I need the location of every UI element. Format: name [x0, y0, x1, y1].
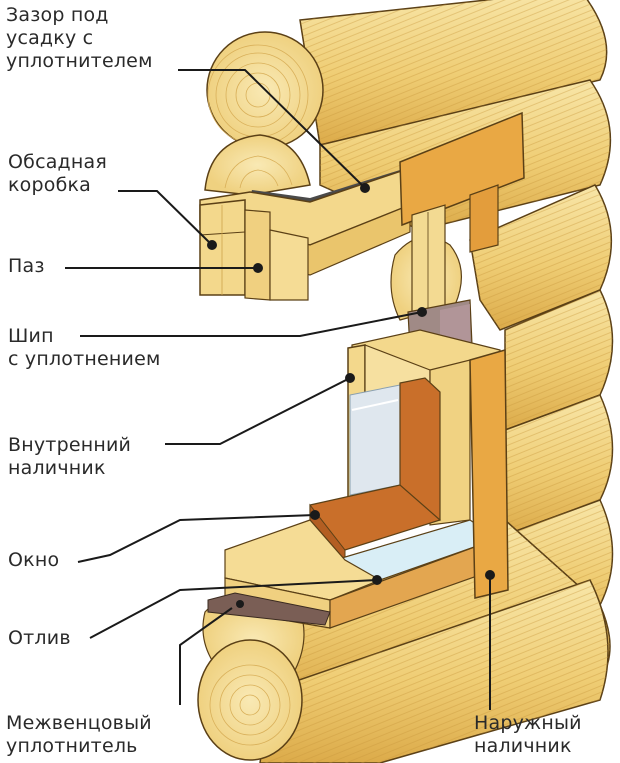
shrink-gap-seal [250, 170, 400, 205]
label-line: с уплотнением [8, 348, 161, 370]
window-sash [309, 377, 442, 561]
leader-casing-box [118, 190, 213, 246]
dot-drip [372, 575, 382, 585]
dot-seal [236, 600, 244, 608]
label-window: Окно [8, 549, 59, 572]
label-line: уплотнитель [6, 735, 138, 757]
log-5 [504, 394, 614, 537]
label-inner-trim: Внутренний наличник [8, 434, 131, 480]
casing-box [199, 166, 411, 301]
dot-outer-trim [485, 570, 495, 580]
leader-window [77, 514, 316, 563]
dot-window [310, 510, 320, 520]
leader-lines [65, 69, 491, 710]
dot-casing-box [207, 240, 217, 250]
label-groove: Паз [8, 255, 45, 278]
leader-drip [89, 579, 378, 639]
cut-log-upper [204, 134, 311, 196]
label-tenon: Шип с уплотнением [8, 325, 161, 371]
dot-inner-trim [345, 373, 355, 383]
outer-side-trim [469, 349, 509, 599]
label-line: Паз [8, 255, 45, 277]
label-line: Окно [8, 549, 60, 571]
label-casing-box: Обсадная коробка [8, 151, 107, 197]
label-inter-crown-seal: Межвенцовый уплотнитель [6, 712, 152, 758]
label-line: Обсадная [8, 151, 107, 173]
label-shrink-gap: Зазор под усадку с уплотнителем [6, 4, 153, 73]
outer-top-trim [399, 111, 525, 253]
label-line: уплотнителем [6, 50, 153, 72]
label-line: Отлив [8, 627, 71, 649]
log-4 [504, 289, 614, 432]
label-line: наличник [474, 735, 572, 757]
log-bottom [197, 579, 609, 763]
dot-groove [253, 263, 263, 273]
leader-seal [179, 607, 233, 705]
label-line: Межвенцовый [6, 712, 152, 734]
label-line: коробка [8, 174, 92, 196]
log-top [206, 0, 608, 149]
label-outer-trim: Наружный наличник [474, 712, 582, 758]
jamb-post [411, 204, 446, 326]
label-line: Зазор под [6, 4, 109, 26]
dot-shrink-gap [360, 183, 370, 193]
label-line: наличник [8, 457, 106, 479]
leader-shrink-gap [178, 69, 366, 189]
label-line: усадку с [6, 27, 94, 49]
leader-tenon [80, 311, 423, 337]
leader-dots [207, 183, 495, 608]
dot-tenon [417, 307, 427, 317]
label-line: Наружный [474, 712, 582, 734]
leader-inner-trim [165, 377, 351, 445]
label-line: Шип [8, 325, 54, 347]
label-line: Внутренний [8, 434, 132, 456]
label-drip: Отлив [8, 627, 71, 650]
